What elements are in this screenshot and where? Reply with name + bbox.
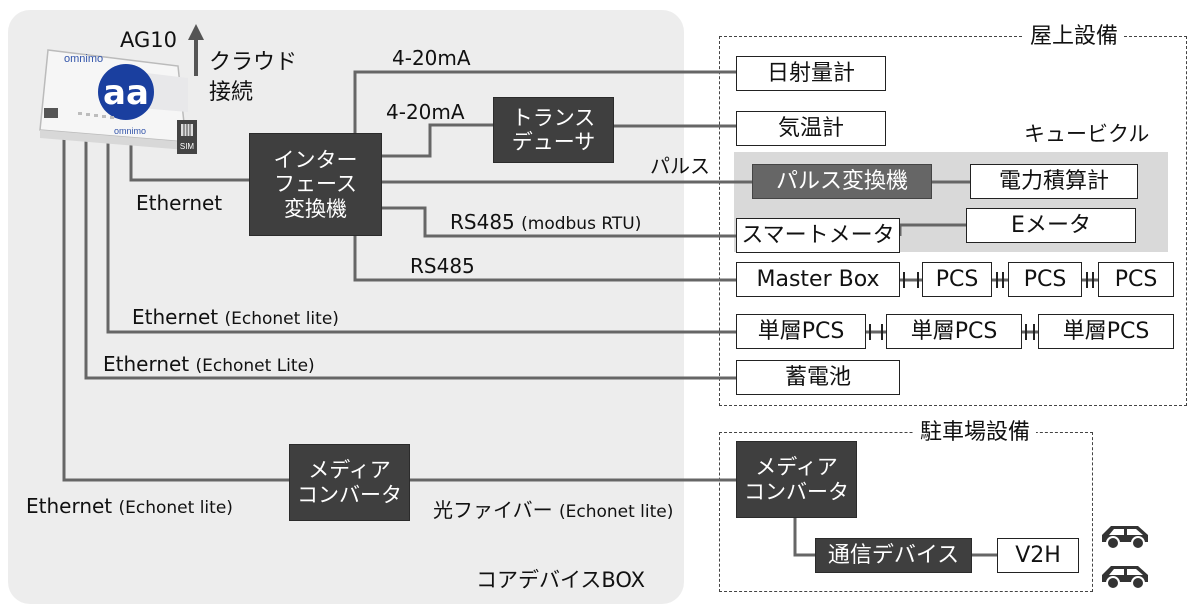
label-ethernet-echonet-3: Ethernet (Echonet lite) (26, 494, 233, 518)
rooftop-title: 屋上設備 (1024, 26, 1125, 48)
single-pcs-box: 単層PCS (886, 314, 1022, 349)
single-pcs-box: 単層PCS (1038, 314, 1174, 349)
media-converter-core-box: メディア コンバータ (289, 444, 410, 521)
label-4-20ma-2: 4-20mA (386, 100, 465, 124)
line-rs485-masterbox (353, 236, 736, 282)
svg-text:SIM: SIM (180, 142, 195, 151)
line-smart-emeter (898, 223, 966, 236)
transducer-box: トランス デューサ (493, 97, 614, 163)
ag10-label: AG10 (120, 28, 177, 52)
core-box-title: コアデバイスBOX (476, 568, 645, 592)
power-meter-box: 電力積算計 (970, 164, 1138, 199)
pcs-box: PCS (1008, 262, 1082, 297)
label-rs485-2: RS485 (410, 254, 475, 278)
line-4-20ma-sunlight (353, 70, 736, 138)
label-ethernet-echonet-1: Ethernet (Echonet lite) (132, 305, 339, 329)
line-4-20ma-transducer (382, 123, 494, 158)
parking-title: 駐車場設備 (914, 422, 1037, 444)
svg-text:omnimo: omnimo (114, 126, 146, 136)
pulse-converter-box: パルス変換機 (752, 164, 932, 199)
sunlight-meter-box: 日射量計 (736, 56, 886, 91)
line-ethernet-interface (129, 140, 250, 182)
label-rs485-modbus: RS485 (modbus RTU) (450, 210, 642, 234)
v2h-box: V2H (997, 538, 1079, 573)
single-pcs-box: 単層PCS (736, 314, 866, 349)
line-rs485-modbus (382, 206, 736, 238)
pcs-box: PCS (1098, 262, 1174, 297)
pcs-box: PCS (922, 262, 992, 297)
media-converter-parking-box: メディア コンバータ (736, 441, 857, 518)
comm-device-box: 通信デバイス (815, 538, 972, 573)
cloud-connection-label: クラウド 接続 (209, 50, 298, 105)
svg-text:omnimo: omnimo (64, 53, 103, 65)
rooftop-area (719, 36, 1187, 406)
thermometer-box: 気温計 (736, 111, 886, 146)
e-meter-box: Eメータ (966, 208, 1136, 243)
ag10-device-icon: omnimo aa omnimo (39, 49, 188, 150)
label-fiber: 光ファイバー (Echonet lite) (433, 498, 674, 522)
car-icon (1102, 526, 1148, 550)
interface-converter-box: インター フェース 変換機 (249, 133, 382, 236)
battery-box: 蓄電池 (736, 360, 900, 395)
label-ethernet: Ethernet (136, 191, 223, 215)
label-pulse: パルス (650, 154, 710, 178)
label-4-20ma-1: 4-20mA (392, 46, 471, 70)
label-ethernet-echonet-2: Ethernet (Echonet Lite) (103, 352, 315, 376)
line-ethernet-media-core (62, 120, 290, 482)
car-icon (1102, 566, 1148, 590)
line-ethernet-single-pcs (106, 128, 736, 334)
parking-area (719, 432, 1093, 592)
master-box: Master Box (736, 262, 900, 297)
svg-text:aa: aa (103, 73, 149, 113)
line-media-comm (793, 518, 815, 557)
line-ethernet-battery (84, 120, 736, 380)
cubicle-title: キュービクル (1024, 122, 1150, 146)
sim-icon: SIM (177, 120, 197, 154)
smart-meter-box: スマートメータ (736, 218, 900, 253)
